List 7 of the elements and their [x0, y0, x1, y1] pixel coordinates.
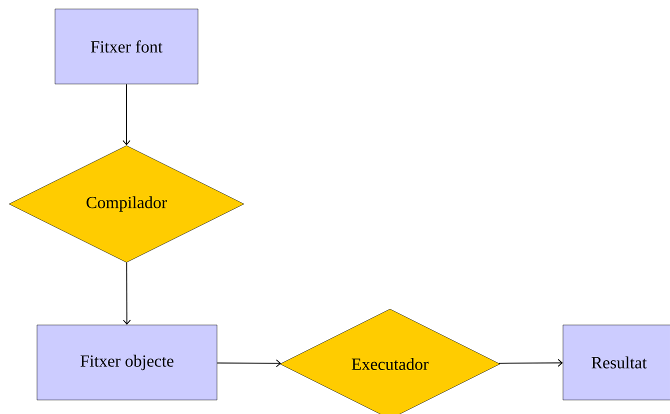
process-box: Fitxer font: [54, 8, 198, 84]
arrow: [122, 84, 130, 146]
arrow: [216, 359, 282, 368]
process-box: Resultat: [562, 324, 670, 400]
arrow: [498, 358, 563, 367]
process-box: Fitxer objecte: [36, 324, 218, 400]
arrow: [122, 262, 131, 325]
